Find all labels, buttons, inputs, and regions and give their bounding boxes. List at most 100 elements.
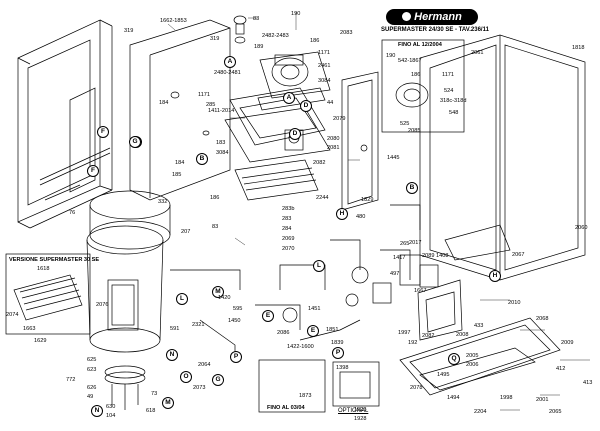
part-label: 186 [310,38,320,44]
ref-circle-q: Q [448,353,460,365]
part-label: 1171 [442,72,455,78]
part-label: 283b [282,206,295,212]
part-label: 1171 [318,50,331,56]
ref-circle-d-top: D [289,128,301,140]
fan-assembly [233,15,331,99]
part-label: 2080 [327,136,340,142]
part-label: 1408 [436,253,449,259]
part-label: 1663 [23,326,36,332]
part-label: 2480-2481 [214,70,241,76]
part-label: 1873 [299,393,312,399]
back-panel [129,19,231,201]
part-label: 2008 [456,332,469,338]
ref-circle-b-right: B [406,182,418,194]
part-label: 2081 [327,145,340,151]
part-label: 2079 [333,116,346,122]
expansion-vessel [89,190,171,250]
part-label: 104 [106,413,116,419]
part-label: 1851 [326,327,339,333]
ref-circle-a-hood: A [283,92,295,104]
part-label: 2069 [282,236,295,242]
part-label: 1928 [354,416,367,422]
ref-circle-n-top: N [166,349,178,361]
part-label: 284 [282,226,292,232]
part-label: 1997 [398,330,411,336]
part-label: 189 [254,44,264,50]
combustion-side-panel [341,71,379,211]
inset-frames [5,39,465,413]
part-label: 2005 [466,353,479,359]
ref-circle-p-right: P [332,347,344,359]
part-label: 1494 [447,395,460,401]
part-label: 73 [151,391,158,397]
part-label: 332 [158,199,168,205]
part-label: 2070 [282,246,295,252]
part-label: 618 [146,408,156,414]
part-label: 2089 [422,253,435,259]
ref-circle-m-bottom: M [162,397,174,409]
part-label: 1926 [354,407,367,413]
part-label: 433 [474,323,484,329]
part-label: 190 [291,11,301,17]
part-label: 1829 [361,197,374,203]
part-label: 542-1867 [398,58,422,64]
ref-circle-h-left: H [336,208,348,220]
part-label: 2074 [6,312,19,318]
part-label: 2078 [410,385,423,391]
part-label: 1450 [228,318,241,324]
part-label: 525 [400,121,410,127]
part-label: 1422-1600 [287,344,314,350]
part-label: 2086 [277,330,290,336]
ref-circle-m-top: M [212,286,224,298]
part-label: 319 [124,28,134,34]
part-label: 2482-2483 [262,33,289,39]
inset-title-versione: VERSIONE SUPERMASTER 30 SE [9,257,100,263]
ref-circle-e-right: E [307,325,319,337]
part-label: 412 [556,366,566,372]
part-label: 2244 [316,195,329,201]
part-label: 2085 [408,128,421,134]
part-label: 623 [87,367,97,373]
inset-title-fino-2004: FINO AL 12/2004 [398,42,442,48]
part-label: 3084 [216,150,229,156]
part-label: 2006 [466,362,479,368]
part-label: 1667 [414,288,427,294]
part-label: 497 [390,271,400,277]
ref-circle-p-left: P [230,351,242,363]
part-label: 480 [356,214,366,220]
ref-circle-a-top: A [224,56,236,68]
part-label: 2009 [561,340,574,346]
part-label: 186 [210,195,220,201]
part-label: 2321 [192,322,205,328]
part-label: 1451 [308,306,321,312]
part-label: 2083 [340,30,353,36]
part-label: 1839 [331,340,344,346]
part-label: 1171 [198,92,211,98]
part-label: 1618 [37,266,50,272]
brand-mark-icon [402,12,412,21]
part-label: 76 [69,210,76,216]
hydraulic-pipework [170,204,439,360]
part-label: 83 [212,224,219,230]
part-label: 186 [411,72,421,78]
part-label: 1417 [393,255,406,261]
brand-logo: Hermann [386,9,478,25]
part-label: 1445 [387,155,400,161]
heat-exchanger [234,129,319,201]
part-label: 2064 [198,362,211,368]
part-label: 265 [400,241,410,247]
ref-circle-g-bottom: G [212,374,224,386]
part-label: 283 [282,216,292,222]
part-label: 2065 [549,409,562,415]
part-label: 2001 [536,397,549,403]
part-label: 192 [408,340,418,346]
flue-hood [229,87,326,146]
ref-circle-n-bottom: N [91,405,103,417]
model-title: SUPERMASTER 24/30 SE - TAV.236/11 [381,27,489,33]
part-label: 49 [87,394,94,400]
part-label: 285 [206,102,216,108]
ref-circle-f-bottom: F [87,165,99,177]
brand-name: Hermann [414,11,462,23]
ref-circle-f-top: F [97,126,109,138]
